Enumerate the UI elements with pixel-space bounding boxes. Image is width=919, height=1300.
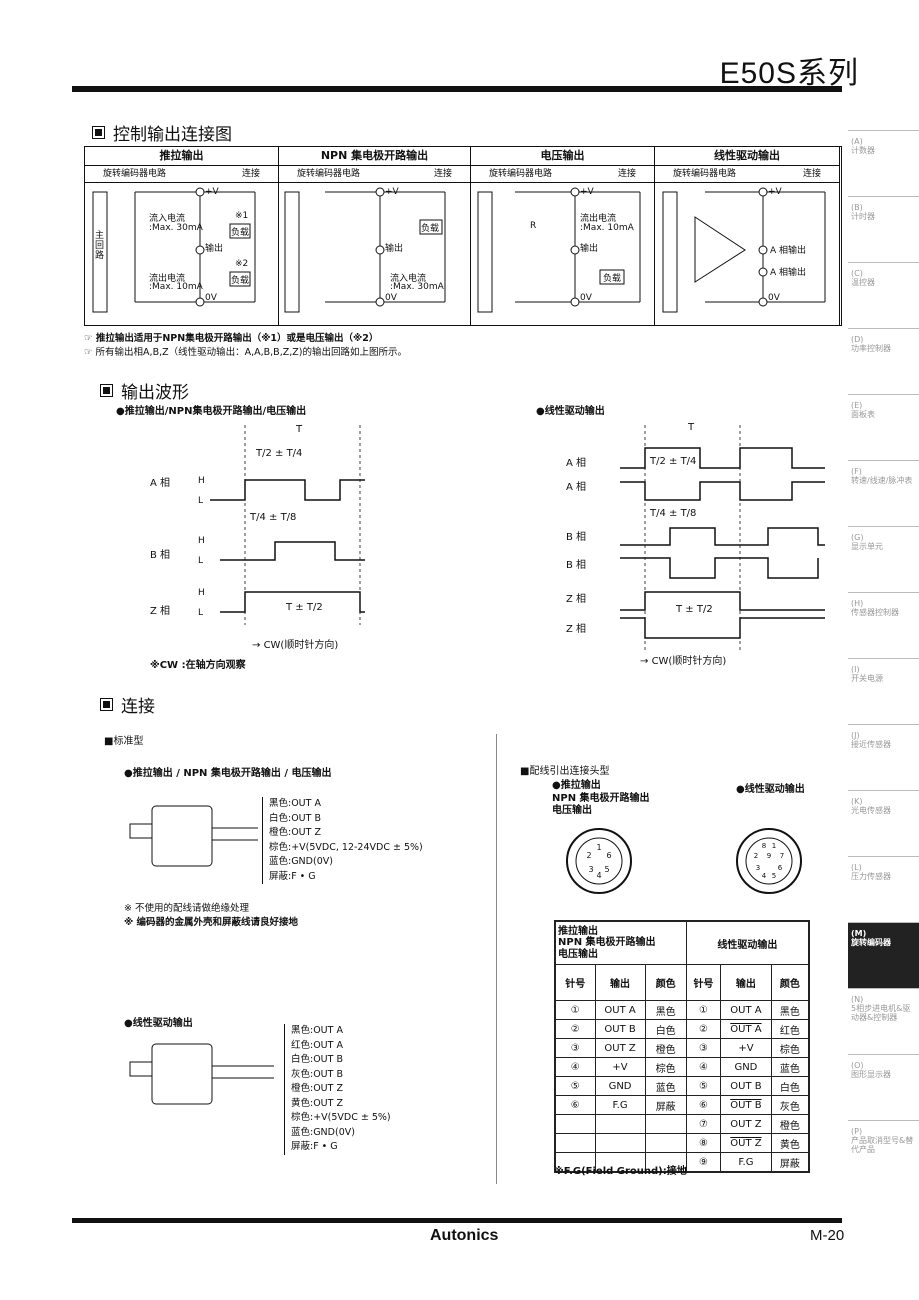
sidebar-tab-c[interactable]: (C)温控器 (848, 262, 919, 328)
note-all-outputs: ☞ 所有输出相A,B,Z（线性驱动输出：A,A,B,B,Z,Z)的输出回路如上图… (84, 347, 407, 358)
sidebar-tab-d[interactable]: (D)功率控制器 (848, 328, 919, 394)
cw-arrow-label-left: → CW(顺时针方向) (252, 640, 339, 651)
linedriver-subtitle: ●线性驱动输出 (124, 1018, 193, 1029)
svg-text:4: 4 (596, 871, 601, 880)
sidebar-tab-k[interactable]: (K)光电传感器 (848, 790, 919, 856)
sidebar-tab-a[interactable]: (A)计数器 (848, 130, 919, 196)
svg-text:3: 3 (588, 865, 593, 874)
circuit-col-voltage: 电压输出 旋转编码器电路连接 (471, 147, 655, 325)
connector-6pin-icon: 12 6 3 54 (566, 828, 632, 894)
sidebar-tab-p[interactable]: (P)产品取消型号&替代产品 (848, 1120, 919, 1186)
standard-type-label: ■标准型 (104, 736, 144, 747)
brand-logo: Autonics (430, 1227, 499, 1244)
waveform-left (210, 425, 365, 625)
sidebar-tab-i[interactable]: (I)开关电源 (848, 658, 919, 724)
svg-text:1: 1 (596, 843, 601, 852)
svg-text:7: 7 (780, 852, 784, 860)
sidebar-tab-o[interactable]: (O)图形显示器 (848, 1054, 919, 1120)
standard-wire-list: 黑色:OUT A 白色:OUT B 橙色:OUT Z 棕色:+V(5VDC, 1… (262, 797, 423, 884)
main-circuit-box (92, 191, 108, 313)
linedriver-wire-list: 黑色:OUT A 红色:OUT A 白色:OUT B 灰色:OUT B 橙色:O… (284, 1024, 391, 1155)
header-rule (72, 86, 842, 92)
cw-note: ※CW :在轴方向观察 (150, 660, 246, 671)
sidebar-tab-b[interactable]: (B)计时器 (848, 196, 919, 262)
connector-type-title: ■配线引出连接头型 (520, 766, 610, 777)
section-square-icon (100, 384, 113, 397)
section-title-waveform: 输出波形 (100, 378, 189, 403)
waveform-right (620, 425, 825, 650)
svg-text:6: 6 (606, 851, 611, 860)
circuit-diagram-table: 推拉输出 旋转编码器电路连接 NPN 集电极开路输出 旋转编码器电路连接 电压输… (84, 146, 842, 326)
svg-text:5: 5 (604, 865, 609, 874)
circuit-col-linedriver: 线性驱动输出 旋转编码器电路连接 (655, 147, 840, 325)
fg-note: ※F.G(Field Ground):接地 (554, 1166, 687, 1177)
svg-text:4: 4 (762, 872, 767, 880)
sidebar-tab-m[interactable]: (M)旋转编码器 (848, 922, 919, 988)
page-number: M-20 (810, 1227, 845, 1244)
svg-text:9: 9 (767, 852, 771, 860)
standard-subtitle: ●推拉输出 / NPN 集电极开路输出 / 电压输出 (124, 768, 332, 779)
footer-rule (72, 1218, 842, 1223)
waveform-right-subtitle: ●线性驱动输出 (536, 406, 605, 417)
section-square-icon (100, 698, 113, 711)
sidebar-tab-l[interactable]: (L)压力传感器 (848, 856, 919, 922)
svg-text:2: 2 (754, 852, 758, 860)
note-pushpull: ☞ 推拉输出适用于NPN集电极开路输出（※1）或是电压输出（※2） (84, 333, 379, 344)
circuit-col-pushpull: 推拉输出 旋转编码器电路连接 (85, 147, 279, 325)
sidebar-tab-e[interactable]: (E)面板表 (848, 394, 919, 460)
encoder-linedriver-drawing (129, 1043, 274, 1105)
section-square-icon (92, 126, 105, 139)
svg-text:2: 2 (586, 851, 591, 860)
svg-text:8: 8 (762, 842, 766, 850)
sidebar-tab-n[interactable]: (N)5相步进电机&驱动器&控制器 (848, 988, 919, 1054)
section-title-connection: 连接 (100, 692, 155, 717)
sidebar-tab-g[interactable]: (G)显示单元 (848, 526, 919, 592)
main-circuit-label: 主回路 (95, 231, 105, 261)
category-sidebar: (A)计数器 (B)计时器 (C)温控器 (D)功率控制器 (E)面板表 (F)… (848, 130, 919, 1186)
sidebar-tab-f[interactable]: (F)转速/线速/脉冲表 (848, 460, 919, 526)
sidebar-tab-j[interactable]: (J)接近传感器 (848, 724, 919, 790)
page-header-title: E50S系列 (719, 57, 859, 90)
circuit-col-npn: NPN 集电极开路输出 旋转编码器电路连接 (279, 147, 471, 325)
svg-text:6: 6 (778, 864, 783, 872)
svg-text:5: 5 (772, 872, 776, 880)
svg-text:3: 3 (756, 864, 760, 872)
section-divider (496, 734, 497, 1184)
svg-text:1: 1 (772, 842, 776, 850)
sidebar-tab-h[interactable]: (H)传感器控制器 (848, 592, 919, 658)
circuit-schematics (92, 187, 826, 313)
cw-arrow-label-right: → CW(顺时针方向) (640, 656, 727, 667)
encoder-standard-drawing (129, 805, 258, 867)
section-title-control-output: 控制输出连接图 (92, 120, 232, 145)
waveform-left-subtitle: ●推拉输出/NPN集电极开路输出/电压输出 (116, 406, 307, 417)
pin-assignment-table: 推拉输出 NPN 集电极开路输出 电压输出 线性驱动输出 针号 输出 颜色 针号… (553, 920, 810, 1173)
